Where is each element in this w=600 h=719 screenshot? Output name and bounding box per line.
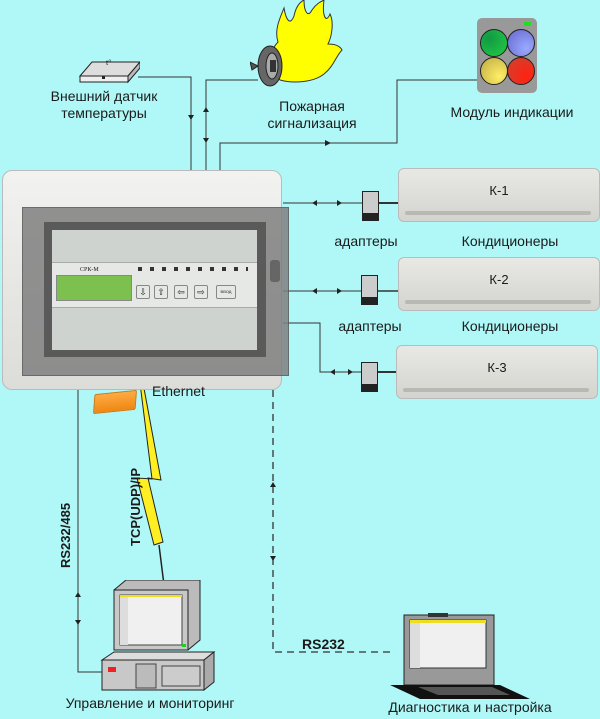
air-conditioner-1: К-1 — [398, 168, 600, 222]
fire-alarm — [249, 0, 350, 92]
controller-cabinet: СРК-М ⇩ ⇧ ⇦ ⇨ ВВОД — [2, 170, 289, 390]
ac3-wire — [283, 322, 361, 373]
temp-sensor-label: Внешний датчик температуры — [50, 88, 158, 121]
lamp-yellow — [480, 57, 508, 85]
rs485-label: RS232/485 — [58, 502, 73, 568]
laptop — [380, 605, 535, 700]
air-conditioners-label-1: Кондиционеры — [461, 233, 559, 249]
lamp-blue — [507, 29, 535, 57]
temp-sensor-icon — [78, 60, 142, 84]
button-right[interactable]: ⇨ — [194, 285, 208, 299]
adapter-3 — [361, 362, 378, 392]
pc-label: Управление и мониторинг — [65, 695, 235, 711]
status-led — [524, 22, 531, 26]
fire-alarm-label: Пожарная сигнализация — [267, 98, 357, 131]
ac-unit-label: К-2 — [489, 272, 509, 287]
tcp-lightning — [136, 382, 165, 586]
air-conditioner-3: К-3 — [396, 345, 598, 399]
indicator-leds — [138, 267, 248, 271]
indication-wire — [219, 79, 478, 170]
rs232-wire — [220, 382, 390, 653]
front-panel: СРК-М ⇩ ⇧ ⇦ ⇨ ВВОД — [52, 262, 257, 308]
ac-unit-label: К-3 — [487, 360, 507, 375]
temp-sensor: t° — [78, 58, 142, 84]
fire-alarm-wire — [205, 79, 258, 170]
controller-model: СРК-М — [80, 267, 99, 273]
air-conditioners-label-2: Кондиционеры — [461, 318, 559, 334]
ethernet-label: Ethernet — [152, 383, 205, 399]
laptop-icon — [390, 613, 530, 699]
rs232-label: RS232 — [302, 636, 345, 652]
button-up[interactable]: ⇧ — [154, 285, 168, 299]
adapters-label-1: адаптеры — [334, 233, 398, 249]
door-latch — [270, 260, 280, 282]
pc-computer — [100, 579, 220, 692]
lamp-green — [480, 29, 508, 57]
adapter-1 — [362, 191, 379, 221]
pc-icon — [100, 579, 216, 692]
ac-unit-label: К-1 — [489, 183, 509, 198]
button-enter[interactable]: ВВОД — [216, 285, 236, 299]
indication-module — [477, 18, 537, 93]
lamp-red — [507, 57, 535, 85]
sensor-wire — [138, 76, 192, 170]
rs485-wire — [77, 390, 102, 673]
temp-sensor-glyph: t° — [106, 58, 112, 67]
fire-alarm-icon — [249, 0, 343, 87]
tcp-label: TCP(UDP)/IP — [128, 468, 143, 546]
laptop-label: Диагностика и настройка — [388, 699, 552, 715]
button-left[interactable]: ⇦ — [174, 285, 188, 299]
lcd-display — [56, 275, 132, 301]
air-conditioner-2: К-2 — [398, 257, 600, 311]
button-down[interactable]: ⇩ — [136, 285, 150, 299]
indication-module-label: Модуль индикации — [450, 104, 574, 120]
adapter-2 — [361, 275, 378, 305]
adapters-label-2: адаптеры — [338, 318, 402, 334]
